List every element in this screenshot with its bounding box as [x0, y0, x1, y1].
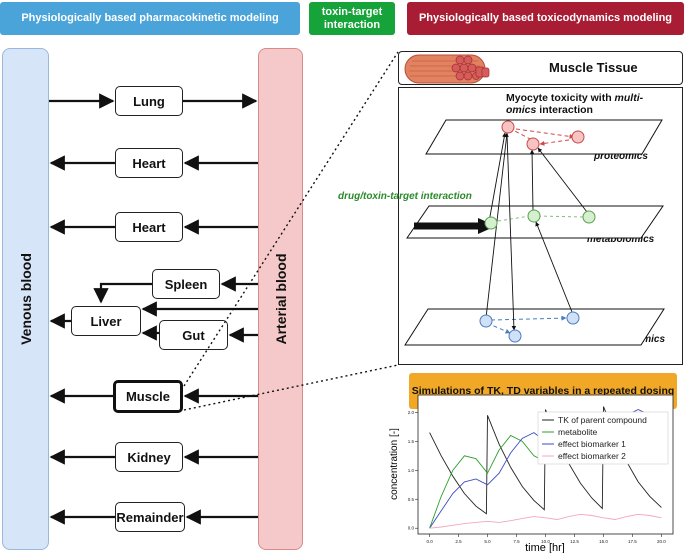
simulation-chart: 0.0 2.5 5.0 7.5 10.0 12.5 15.0 17.5 20.0 0.0 0.5 1.…	[389, 394, 674, 553]
chart-xtick-label: 2.5	[455, 539, 462, 544]
chart-legend-frame	[537, 411, 669, 465]
chart-legend: TK of parent compound metabolite effect bi…	[537, 411, 669, 465]
organ-lung: Lung	[115, 86, 183, 116]
organ-muscle: Muscle	[113, 380, 183, 413]
organ-kidney: Kidney	[115, 442, 183, 472]
organ-liver: Liver	[71, 306, 141, 336]
chart-xtick-label: 10.0	[541, 539, 550, 544]
chart-xtick-label: 5.0	[484, 539, 491, 544]
layer-label-proteomics: proteomics	[594, 151, 648, 162]
chart-ytick-label: 0.0	[408, 526, 415, 531]
organ-remainder: Remainder	[115, 502, 185, 532]
chart-ytick-label: 1.0	[408, 468, 415, 473]
chart-series-line-3	[429, 513, 662, 529]
chart-legend-label: effect biomarker 1	[558, 439, 626, 449]
chart-xtick-label: 12.5	[570, 539, 579, 544]
arrow-spleen-to-liver	[93, 282, 152, 304]
omics-planes	[404, 119, 665, 346]
pbpk-flow-arrows	[49, 93, 258, 525]
plane-proteomics	[425, 119, 663, 155]
chart-legend-label: TK of parent compound	[558, 415, 647, 425]
omics-nodes	[479, 120, 596, 343]
chart-ytick-label: 0.5	[408, 497, 415, 502]
multiomics-title-line1: Myocyte toxicity with multi-	[506, 92, 644, 104]
organ-spleen: Spleen	[152, 269, 220, 299]
drug-target-label: drug/toxin-target interaction	[338, 191, 472, 202]
plane-transcriptomics	[404, 308, 665, 346]
chart-xtick-label: 17.5	[628, 539, 637, 544]
pbpk-header: Physiologically based pharmacokinetic mo…	[0, 2, 300, 35]
chart-xtick-label: 7.5	[513, 539, 520, 544]
layer-label-metabolomics: metabolomics	[587, 234, 655, 245]
muscle-fiber-icon	[404, 54, 490, 84]
muscle-tissue-title: Muscle Tissue	[549, 60, 638, 75]
chart-xtick-label: 20.0	[657, 539, 666, 544]
multiomics-title-line2: omics interaction	[506, 104, 593, 116]
organ-heart-1: Heart	[115, 148, 183, 178]
arterial-blood: Arterial blood	[258, 48, 303, 550]
pbtd-header: Physiologically based toxicodynamics mod…	[407, 2, 684, 35]
chart-ylabel: concentration [-]	[389, 428, 400, 500]
chart-xtick-label: 0.0	[426, 539, 433, 544]
chart-xlabel: time [hr]	[525, 542, 565, 553]
chart-ytick-label: 1.5	[408, 439, 415, 444]
zoom-lines	[183, 51, 399, 411]
chart-xtick-label: 15.0	[599, 539, 608, 544]
chart-legend-label: effect biomarker 2	[558, 451, 626, 461]
chart-legend-label: metabolite	[558, 427, 597, 437]
chart-ytick-label: 2.0	[408, 410, 415, 415]
organ-heart-2: Heart	[115, 212, 183, 242]
omics-connections	[414, 127, 588, 334]
venous-blood: Venous blood	[2, 48, 49, 550]
